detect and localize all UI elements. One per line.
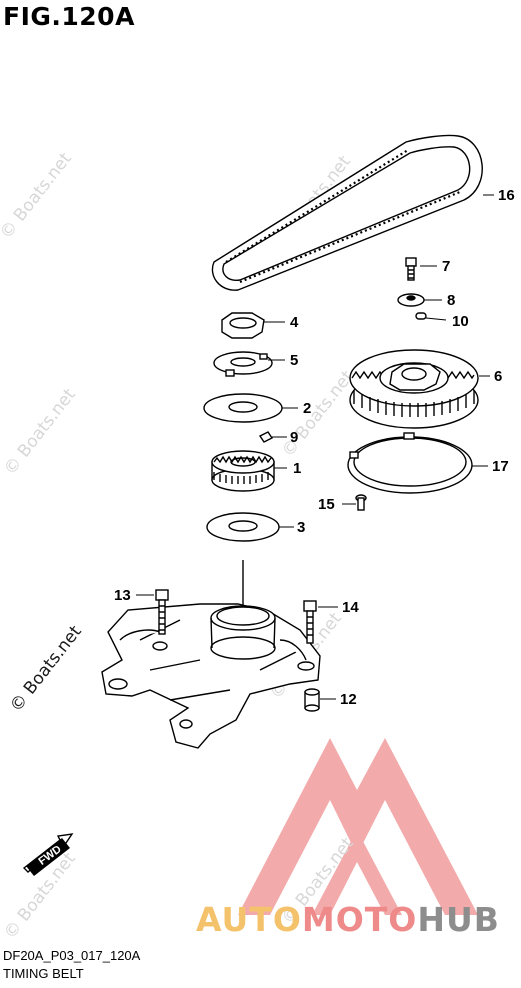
dowel-pin	[415, 312, 427, 320]
callout-10: 10	[452, 313, 469, 330]
figure-code: DF20A_P03_017_120A	[3, 948, 141, 963]
watermark-text: © Boats.net	[278, 367, 358, 461]
belt-guide-ring	[347, 432, 473, 494]
logo-watermark-shape	[238, 738, 478, 915]
plate	[203, 393, 283, 423]
callout-16: 16	[498, 187, 515, 204]
figure-subtitle: TIMING BELT	[3, 966, 84, 981]
watermark-text: © Boats.net	[0, 0, 38, 3]
timing-belt	[211, 134, 483, 291]
bracket-bolt-left	[155, 589, 169, 635]
collar	[304, 688, 320, 712]
callout-6: 6	[494, 368, 502, 385]
watermark-text: © Boats.net	[0, 385, 80, 479]
callout-17: 17	[492, 458, 509, 475]
callout-2: 2	[303, 400, 311, 417]
callout-4: 4	[290, 314, 299, 331]
callout-13: 13	[114, 587, 131, 604]
watermark-text: © Boats.net	[0, 149, 76, 243]
callout-15: 15	[318, 496, 335, 513]
camshaft-sprocket	[349, 349, 479, 429]
leader-lines	[136, 194, 494, 700]
callout-7: 7	[442, 258, 450, 275]
callout-14: 14	[342, 599, 359, 616]
logo-part-moto: MOTO	[301, 900, 418, 939]
lower-plate	[206, 512, 280, 542]
logo-part-auto: AUTO	[196, 900, 302, 939]
lock-washer	[213, 351, 273, 377]
fwd-arrow: FWD	[22, 833, 74, 876]
callout-9: 9	[290, 429, 298, 446]
automotohub-logo: AUTOMOTOHUB	[196, 900, 516, 939]
washer	[397, 293, 425, 307]
callout-3: 3	[297, 519, 305, 536]
bolt	[405, 257, 417, 281]
callout-5: 5	[290, 352, 298, 369]
nut	[221, 312, 265, 339]
callout-labels: 16 7 8 10 4 6 5 2 9 1 17 15 3 13 14 12	[114, 187, 515, 708]
watermark-text-dark: © Boats.net	[6, 622, 86, 716]
figure-title: FIG.120A	[3, 2, 135, 31]
callout-1: 1	[293, 460, 301, 477]
callout-12: 12	[340, 691, 357, 708]
logo-part-hub: HUB	[417, 900, 500, 939]
bracket-bolt-right	[303, 600, 317, 644]
timing-bracket	[101, 603, 321, 749]
callout-8: 8	[447, 292, 455, 309]
small-screw	[355, 494, 367, 511]
woodruff-key	[258, 431, 274, 443]
crankshaft-sprocket	[211, 450, 275, 492]
